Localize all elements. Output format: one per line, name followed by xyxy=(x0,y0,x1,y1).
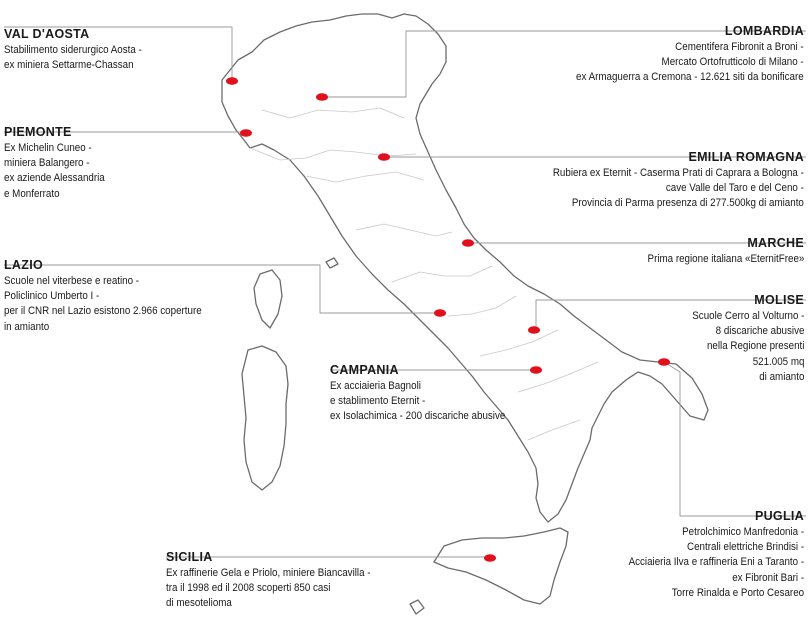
lazio-line-4: in amianto xyxy=(4,320,50,333)
region-name-lazio: LAZIO xyxy=(4,258,43,272)
molise-line-1: Scuole Cerro al Volturno - xyxy=(691,310,804,322)
red-dot-marker-lazio[interactable] xyxy=(434,309,446,317)
sicilia-line-1: Ex raffinerie Gela e Priolo, miniere Bia… xyxy=(166,567,371,579)
region-name-sicilia: SICILIA xyxy=(166,550,213,564)
leader-lombardia xyxy=(322,30,806,98)
leader-valdaosta xyxy=(4,26,233,80)
label-valdaosta: VAL D'AOSTA Stabilimento siderurgico Aos… xyxy=(4,27,164,73)
red-dot-marker-sicilia[interactable] xyxy=(484,554,496,562)
emilia-line-2: cave Valle del Taro e del Ceno - xyxy=(666,182,804,195)
region-name-molise: MOLISE xyxy=(754,293,804,307)
red-dot-marker-valdaosta[interactable] xyxy=(226,77,238,85)
puglia-line-1: Petrolchimico Manfredonia - xyxy=(682,526,804,538)
puglia-line-2: Centrali elettriche Brindisi - xyxy=(686,541,804,554)
molise-line-5: di amianto xyxy=(758,370,804,383)
lombardia-line-1: Cementifera Fibronit a Broni - xyxy=(675,41,804,53)
sicilia-line-2: tra il 1998 ed il 2008 scoperti 850 casi xyxy=(166,582,331,595)
piemonte-line-3: ex aziende Alessandria xyxy=(4,172,105,185)
red-dot-marker-lombardia[interactable] xyxy=(316,93,328,101)
puglia-line-5: Torre Rinalda e Porto Cesareo xyxy=(671,586,804,599)
marker-group xyxy=(226,77,670,562)
piemonte-line-1: Ex Michelin Cuneo - xyxy=(4,142,92,154)
label-lombardia: LOMBARDIA Cementifera Fibronit a Broni -… xyxy=(539,24,804,86)
corsica-island xyxy=(253,269,283,329)
campania-line-3: ex Isolachimica - 200 discariche abusive xyxy=(330,410,506,423)
valdaosta-line-1: Stabilimento siderurgico Aosta - xyxy=(4,44,142,56)
egadi-island xyxy=(409,599,425,615)
emilia-line-3: Provincia di Parma presenza di 277.500kg… xyxy=(572,197,804,210)
red-dot-marker-emilia[interactable] xyxy=(378,153,390,161)
elba-island xyxy=(325,257,339,269)
leader-lazio xyxy=(4,264,440,314)
campania-line-2: e stablimento Eternit - xyxy=(330,395,426,408)
campania-line-1: Ex acciaieria Bagnoli xyxy=(330,380,421,392)
red-dot-marker-marche[interactable] xyxy=(462,239,474,247)
sardinia-island xyxy=(241,345,289,491)
lombardia-line-2: Mercato Ortofrutticolo di Milano - xyxy=(661,56,804,69)
sicily-island xyxy=(433,527,569,605)
emilia-line-1: Rubiera ex Eternit - Caserma Prati di Ca… xyxy=(553,167,804,179)
label-puglia: PUGLIA Petrolchimico Manfredonia - Centr… xyxy=(600,509,804,601)
puglia-line-4: ex Fibronit Bari - xyxy=(732,571,804,584)
marche-line-1: Prima regione italiana «EternitFree» xyxy=(647,253,804,265)
puglia-line-3: Acciaieria Ilva e raffineria Eni a Taran… xyxy=(628,556,804,569)
valdaosta-line-2: ex miniera Settarme-Chassan xyxy=(4,59,134,72)
lazio-line-1: Scuole nel viterbese e reatino - xyxy=(4,275,140,287)
lazio-line-2: Policlinico Umberto I - xyxy=(4,290,100,303)
piemonte-line-2: miniera Balangero - xyxy=(4,157,90,170)
region-borders xyxy=(249,107,599,441)
red-dot-marker-puglia[interactable] xyxy=(658,358,670,366)
region-name-emilia: EMILIA ROMAGNA xyxy=(688,150,804,164)
sicilia-line-3: di mesotelioma xyxy=(166,597,232,610)
red-dot-marker-campania[interactable] xyxy=(530,366,542,374)
label-campania: CAMPANIA Ex acciaieria Bagnoli e stablim… xyxy=(330,363,534,425)
region-name-valdaosta: VAL D'AOSTA xyxy=(4,27,90,41)
piemonte-line-4: e Monferrato xyxy=(4,187,60,200)
region-name-campania: CAMPANIA xyxy=(330,363,399,377)
lombardia-line-3: ex Armaguerra a Cremona - 12.621 siti da… xyxy=(576,71,804,84)
lazio-line-3: per il CNR nel Lazio esistono 2.966 cope… xyxy=(4,305,202,318)
region-name-puglia: PUGLIA xyxy=(754,509,804,523)
label-lazio: LAZIO Scuole nel viterbese e reatino - P… xyxy=(4,258,234,335)
label-sicilia: SICILIA Ex raffinerie Gela e Priolo, min… xyxy=(166,550,404,612)
region-name-piemonte: PIEMONTE xyxy=(4,125,72,139)
italy-mainland xyxy=(221,13,709,523)
red-dot-marker-piemonte[interactable] xyxy=(240,129,252,137)
label-emilia: EMILIA ROMAGNA Rubiera ex Eternit - Case… xyxy=(512,150,804,212)
leader-puglia xyxy=(663,361,806,517)
molise-line-2: 8 discariche abusive xyxy=(715,325,804,338)
label-molise: MOLISE Scuole Cerro al Volturno - 8 disc… xyxy=(674,293,804,385)
label-marche: MARCHE Prima regione italiana «EternitFr… xyxy=(622,236,804,267)
molise-line-4: 521.005 mq xyxy=(752,355,804,368)
region-name-lombardia: LOMBARDIA xyxy=(724,24,804,38)
red-dot-marker-molise[interactable] xyxy=(528,326,540,334)
region-name-marche: MARCHE xyxy=(747,236,804,250)
label-piemonte: PIEMONTE Ex Michelin Cuneo - miniera Bal… xyxy=(4,125,121,202)
molise-line-3: nella Regione presenti xyxy=(706,340,804,353)
leader-molise xyxy=(535,299,806,328)
